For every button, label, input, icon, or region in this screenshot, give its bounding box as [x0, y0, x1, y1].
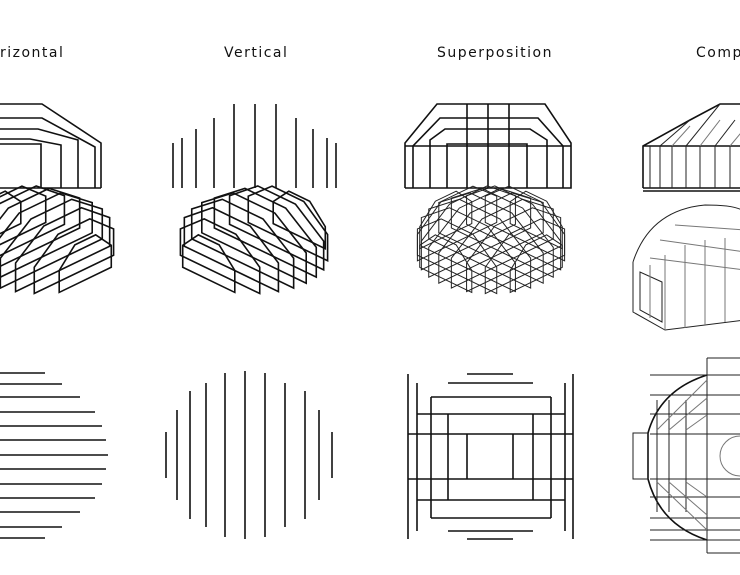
diagonal-line	[656, 481, 708, 531]
dome-outline	[632, 204, 740, 263]
base-outline	[632, 262, 740, 331]
slice-outline	[228, 185, 325, 272]
slice-outline	[484, 218, 566, 295]
diagonal-line	[671, 125, 691, 147]
column-label-horizontal: rizontal	[0, 45, 65, 61]
slice-outline	[181, 233, 236, 294]
slice-outline	[58, 233, 113, 294]
diagonal-line	[668, 481, 708, 516]
slice-outline	[179, 218, 261, 295]
dome-plan-outline	[647, 374, 708, 541]
slice-outline	[14, 206, 111, 293]
slice-outline	[0, 192, 93, 279]
slice-outline	[0, 185, 47, 246]
frame-outline	[0, 138, 62, 188]
composite-axonometric	[632, 204, 740, 331]
slice-outline	[33, 218, 115, 295]
diagonal-line	[699, 119, 721, 147]
diagonal-line	[668, 397, 708, 431]
diagonal-line	[685, 103, 721, 147]
diagonal-line	[714, 119, 736, 147]
facet-line	[659, 239, 740, 252]
slice-outline	[201, 192, 308, 285]
slice-outline	[438, 192, 544, 284]
entrance-box	[632, 432, 648, 480]
horizontal-plan	[0, 372, 108, 539]
outer-outline	[404, 103, 572, 189]
horizontal-axonometric	[0, 185, 115, 295]
column-label-vertical: Vertical	[224, 45, 289, 61]
slice-outline	[0, 185, 66, 257]
facet-line	[649, 257, 740, 270]
facet-line	[674, 224, 740, 231]
slice-outline	[247, 185, 329, 263]
column-label-composite: Comp	[696, 45, 740, 61]
slice-outline	[450, 198, 554, 289]
slice-outline	[428, 198, 532, 289]
slice-outline	[428, 187, 532, 278]
column-label-superposition: Superposition	[437, 45, 553, 61]
superposition-plan	[407, 373, 574, 540]
slice-outline	[190, 198, 295, 290]
slice-outline	[509, 234, 563, 294]
frame-outline	[0, 117, 96, 188]
horizontal-elevation	[0, 103, 102, 189]
slice-outline	[466, 207, 562, 293]
slice-outline	[0, 198, 104, 290]
slice-outline	[416, 185, 498, 262]
diagonal-line	[659, 119, 691, 147]
diagonal-line	[685, 481, 708, 498]
slice-outline	[183, 206, 280, 293]
oculus-circle	[719, 435, 740, 477]
diagonal-line	[656, 379, 708, 431]
diagonal-line	[729, 133, 740, 147]
diagonal-line	[685, 414, 708, 431]
frame-outline	[0, 143, 42, 188]
composite-elevation	[642, 103, 740, 192]
slice-outline	[438, 192, 544, 284]
frame-outline	[412, 117, 564, 188]
superposition-axonometric	[416, 185, 566, 295]
frame-outline	[446, 143, 528, 188]
slice-outline	[420, 207, 516, 293]
vertical-axonometric	[179, 185, 329, 295]
vertical-plan	[165, 371, 333, 539]
slice-outline	[450, 187, 554, 278]
composite-plan	[632, 357, 740, 554]
superposition-elevation	[404, 103, 572, 189]
vertical-elevation	[172, 104, 337, 188]
entrance-box	[639, 271, 663, 323]
frame-outline	[0, 128, 79, 188]
frame-outline	[0, 103, 102, 188]
slice-outline	[420, 185, 516, 271]
